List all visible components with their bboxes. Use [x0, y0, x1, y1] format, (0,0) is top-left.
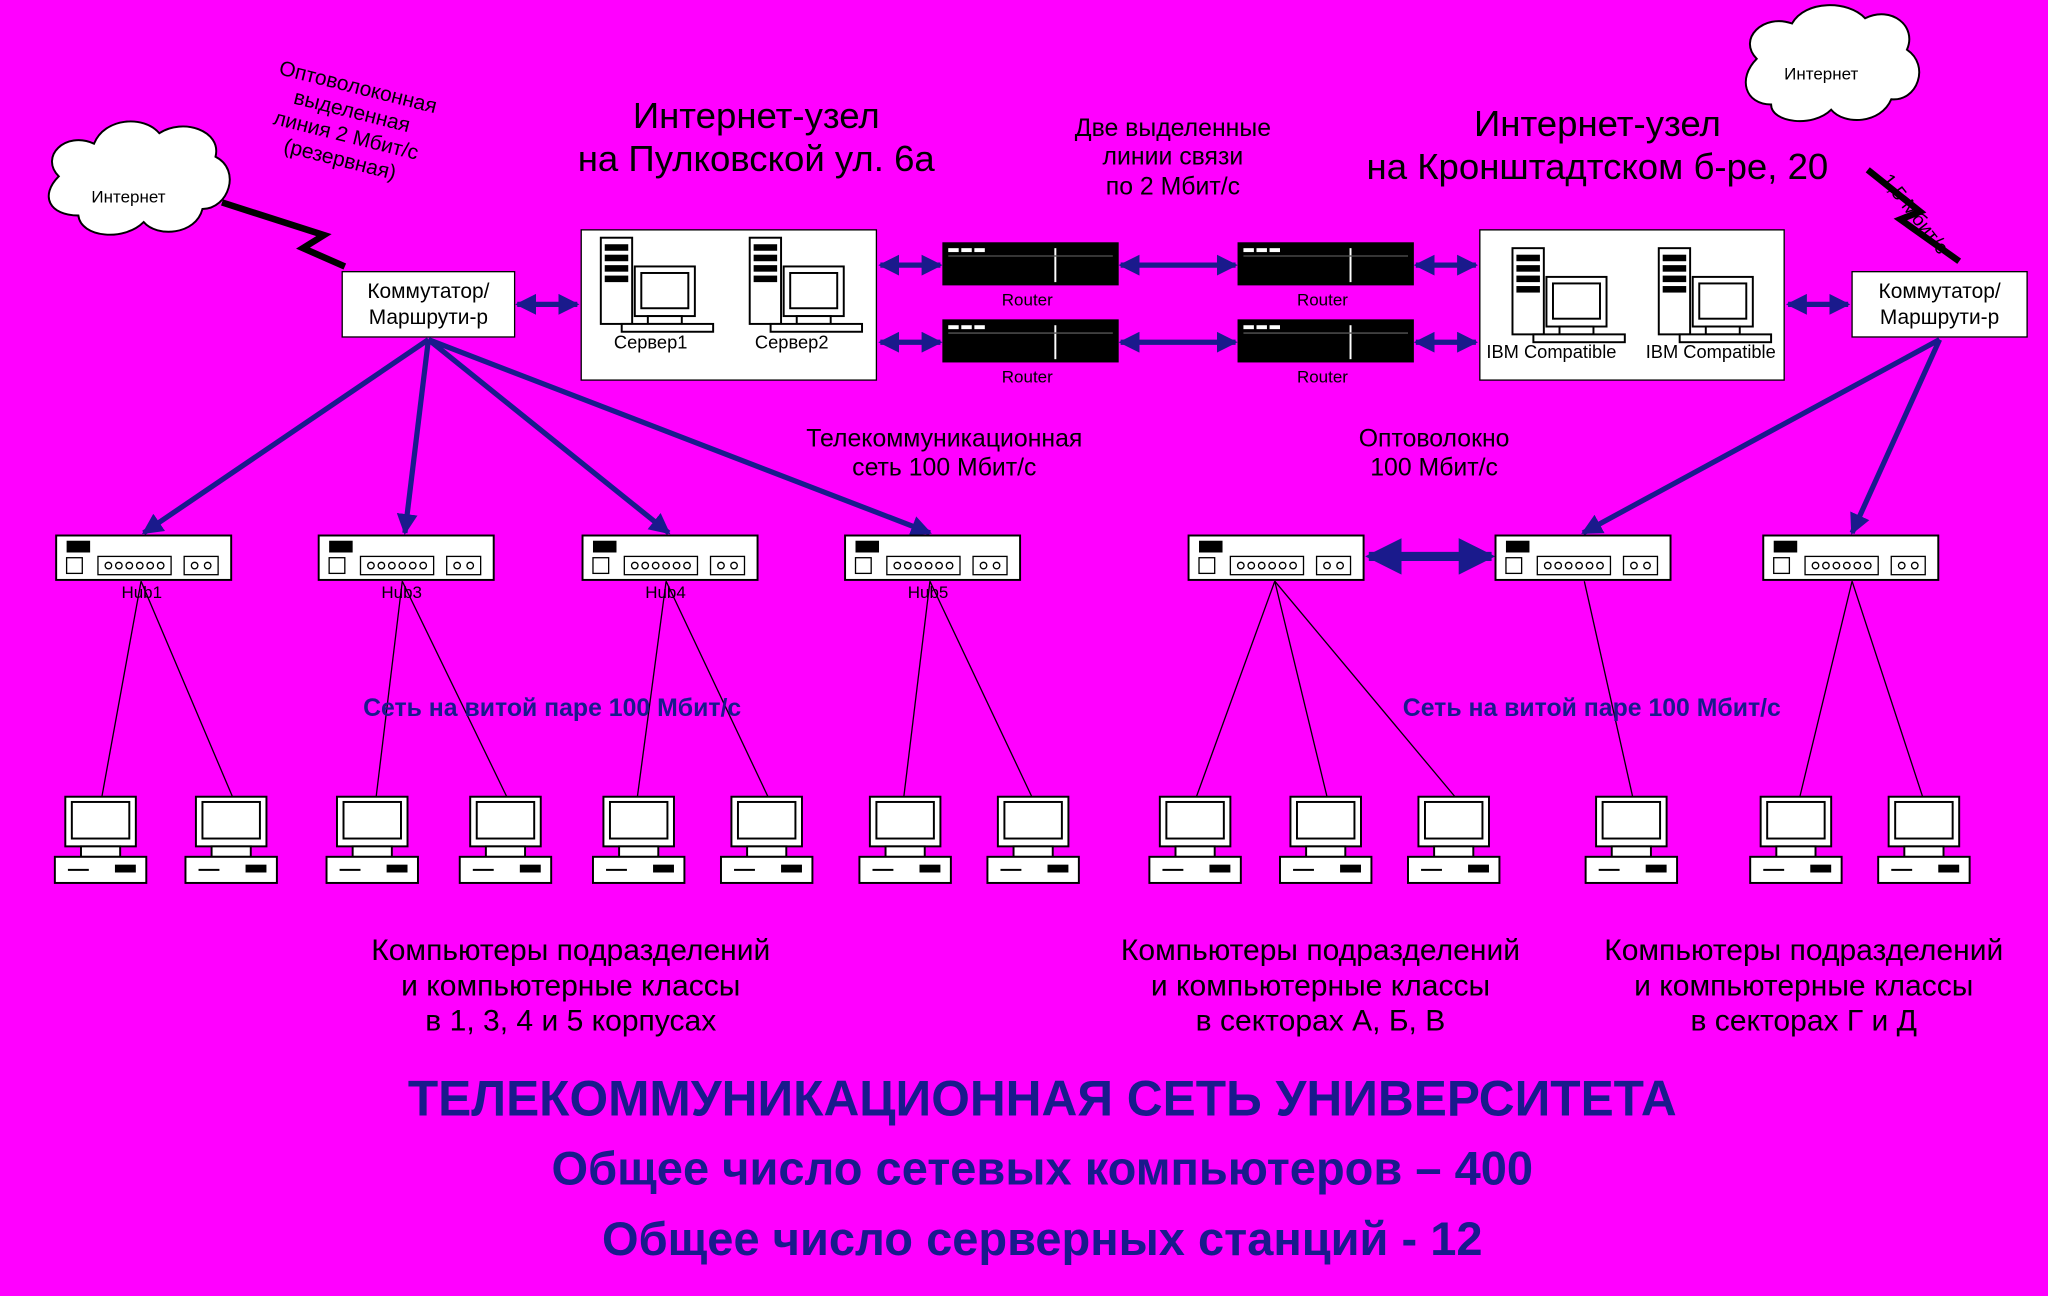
fiber-label: Оптоволокно 100 Мбит/с — [1358, 425, 1510, 483]
hub-label: Hub1 — [121, 582, 163, 603]
workstation-icon — [53, 795, 148, 884]
switch-router-left: Коммутатор/ Маршрути-р — [367, 280, 490, 330]
right-node-title: Интернет-узел на Кронштадтском б-ре, 20 — [1366, 103, 1829, 187]
workstation-icon — [1279, 795, 1373, 884]
router-label: Router — [1001, 367, 1053, 387]
server-label: IBM Compatible — [1486, 340, 1617, 362]
telecom-network-label: Телекоммуникационная сеть 100 Мбит/с — [806, 425, 1083, 483]
switch-box-left — [341, 271, 516, 338]
workstation-icon — [719, 795, 814, 884]
workstation-icon — [1584, 795, 1679, 884]
workstation-icon — [1877, 795, 1971, 884]
cloud-label-right: Интернет — [1784, 63, 1859, 84]
router-label: Router — [1296, 289, 1348, 310]
router-icon — [1237, 319, 1415, 363]
dept-group-3: Компьютеры подразделений и компьютерные … — [1604, 932, 2004, 1038]
router-icon — [942, 241, 1120, 286]
server-label: Сервер2 — [754, 331, 829, 353]
router-icon — [942, 319, 1120, 363]
server-label: IBM Compatible — [1645, 340, 1776, 362]
cloud-label-left: Интернет — [91, 186, 166, 207]
router-label: Router — [1001, 289, 1053, 310]
router-icon — [1237, 241, 1415, 286]
workstation-icon — [858, 795, 952, 884]
hub-label: Hub4 — [645, 582, 686, 603]
footer-title: ТЕЛЕКОММУНИКАЦИОННАЯ СЕТЬ УНИВЕРСИТЕТА — [407, 1072, 1677, 1128]
hub-icon — [1494, 534, 1672, 581]
dept-group-2: Компьютеры подразделений и компьютерные … — [1120, 932, 1521, 1038]
hub-icon — [581, 534, 759, 581]
dept-group-1: Компьютеры подразделений и компьютерные … — [371, 932, 771, 1038]
hub-icon — [1187, 534, 1365, 581]
workstation-icon — [591, 795, 686, 884]
twisted-pair-label-left: Сеть на витой паре 100 Мбит/с — [363, 694, 742, 723]
workstation-icon — [1407, 795, 1501, 884]
switch-box-right — [1851, 271, 2028, 338]
workstation-icon — [325, 795, 419, 884]
hub-icon — [317, 534, 495, 581]
workstation-icon — [184, 795, 278, 884]
switch-router-right: Коммутатор/ Маршрути-р — [1878, 280, 2001, 330]
workstation-icon — [458, 795, 553, 884]
twisted-pair-label-right: Сеть на витой паре 100 Мбит/с — [1402, 694, 1781, 723]
cloud-shape-left — [47, 120, 231, 236]
workstation-icon — [1148, 795, 1242, 884]
workstation-icon — [1749, 795, 1843, 884]
hub-icon — [55, 534, 233, 581]
workstation-icon — [986, 795, 1080, 884]
server-label: Сервер1 — [613, 331, 688, 353]
hub-icon — [844, 534, 1022, 581]
leased-lines-label: Две выделенные линии связи по 2 Мбит/с — [1074, 114, 1271, 201]
footer-computers-count: Общее число сетевых компьютеров – 400 — [551, 1141, 1534, 1196]
left-node-title: Интернет-узел на Пулковской ул. 6а — [577, 95, 935, 179]
hub-label: Hub3 — [381, 582, 422, 603]
router-label: Router — [1296, 367, 1348, 387]
lightning-right-icon — [1865, 167, 1962, 264]
lightning-left-icon — [221, 199, 347, 270]
footer-servers-count: Общее число серверных станций - 12 — [602, 1212, 1483, 1266]
cloud-shape-right — [1744, 4, 1921, 123]
hub-label: Hub5 — [907, 582, 949, 603]
hub-icon — [1762, 534, 1940, 581]
